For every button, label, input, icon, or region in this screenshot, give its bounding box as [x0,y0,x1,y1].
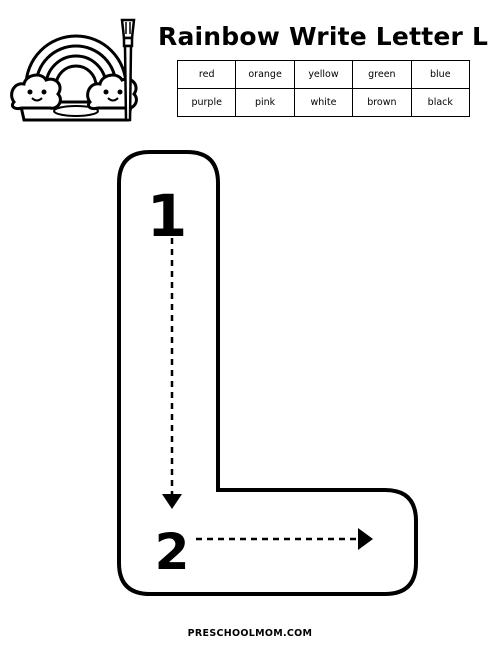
rainbow-arc-4 [54,64,98,87]
stroke-1-arrowhead-icon [162,494,182,509]
paintbrush-icon [120,18,136,122]
color-cell: orange [235,60,295,89]
color-cell: black [410,88,471,117]
stroke-2-arrowhead-icon [358,528,373,550]
rainbow-illustration-icon [10,18,138,122]
stroke-number-2: 2 [155,523,190,581]
rainbow-arc-3 [44,54,108,87]
color-cell: yellow [293,60,354,89]
stroke-number-1: 1 [147,182,187,250]
right-cloud-icon [86,73,138,110]
color-cell: brown [352,88,412,117]
table-row: red orange yellow green blue [176,60,471,89]
color-cell: red [176,60,237,89]
color-word-table: red orange yellow green blue purple pink… [176,60,471,117]
color-cell: blue [410,60,471,89]
rainbow-arc-2 [34,44,118,87]
rainbow-arc-1 [24,34,128,87]
color-cell: green [352,60,412,89]
left-cloud-icon [10,73,62,110]
table-row: purple pink white brown black [176,88,471,117]
letter-l-outline [117,150,418,596]
color-cell: purple [176,88,237,117]
page-title: Rainbow Write Letter L [158,22,489,51]
color-cell: pink [235,88,295,117]
color-cell: white [293,88,354,117]
footer-site-name: PRESCHOOLMOM.COM [187,628,313,639]
